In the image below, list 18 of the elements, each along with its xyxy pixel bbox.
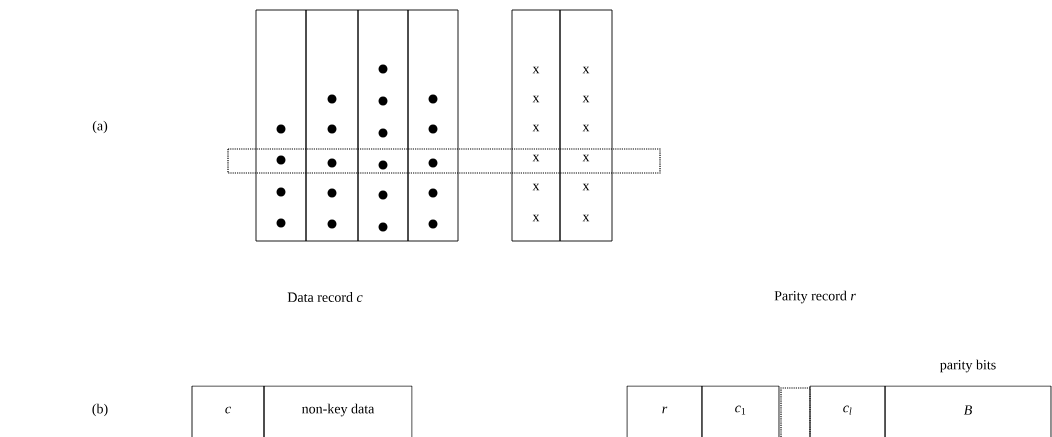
record-field: c$_{l}$: [809, 385, 886, 437]
panel-label: (a): [92, 120, 108, 134]
record-field: c: [191, 385, 265, 437]
storage-column: [305, 9, 359, 242]
storage-column: [255, 9, 307, 242]
record-field: non-key data: [263, 385, 413, 437]
record-field: [780, 387, 811, 437]
record-field: c$_{1}$: [701, 385, 780, 437]
record-title: Parity record r: [774, 290, 856, 304]
storage-column: [407, 9, 459, 242]
record-field: B: [884, 385, 1052, 437]
panel-label: (b): [92, 403, 108, 417]
storage-column: [357, 9, 409, 242]
field-heading: parity bits: [940, 359, 996, 373]
record-title: Data record c: [287, 292, 363, 302]
storage-column: x x x x x x: [511, 9, 561, 242]
record-field: r: [626, 385, 703, 437]
storage-column: x x x x x x: [559, 9, 613, 242]
